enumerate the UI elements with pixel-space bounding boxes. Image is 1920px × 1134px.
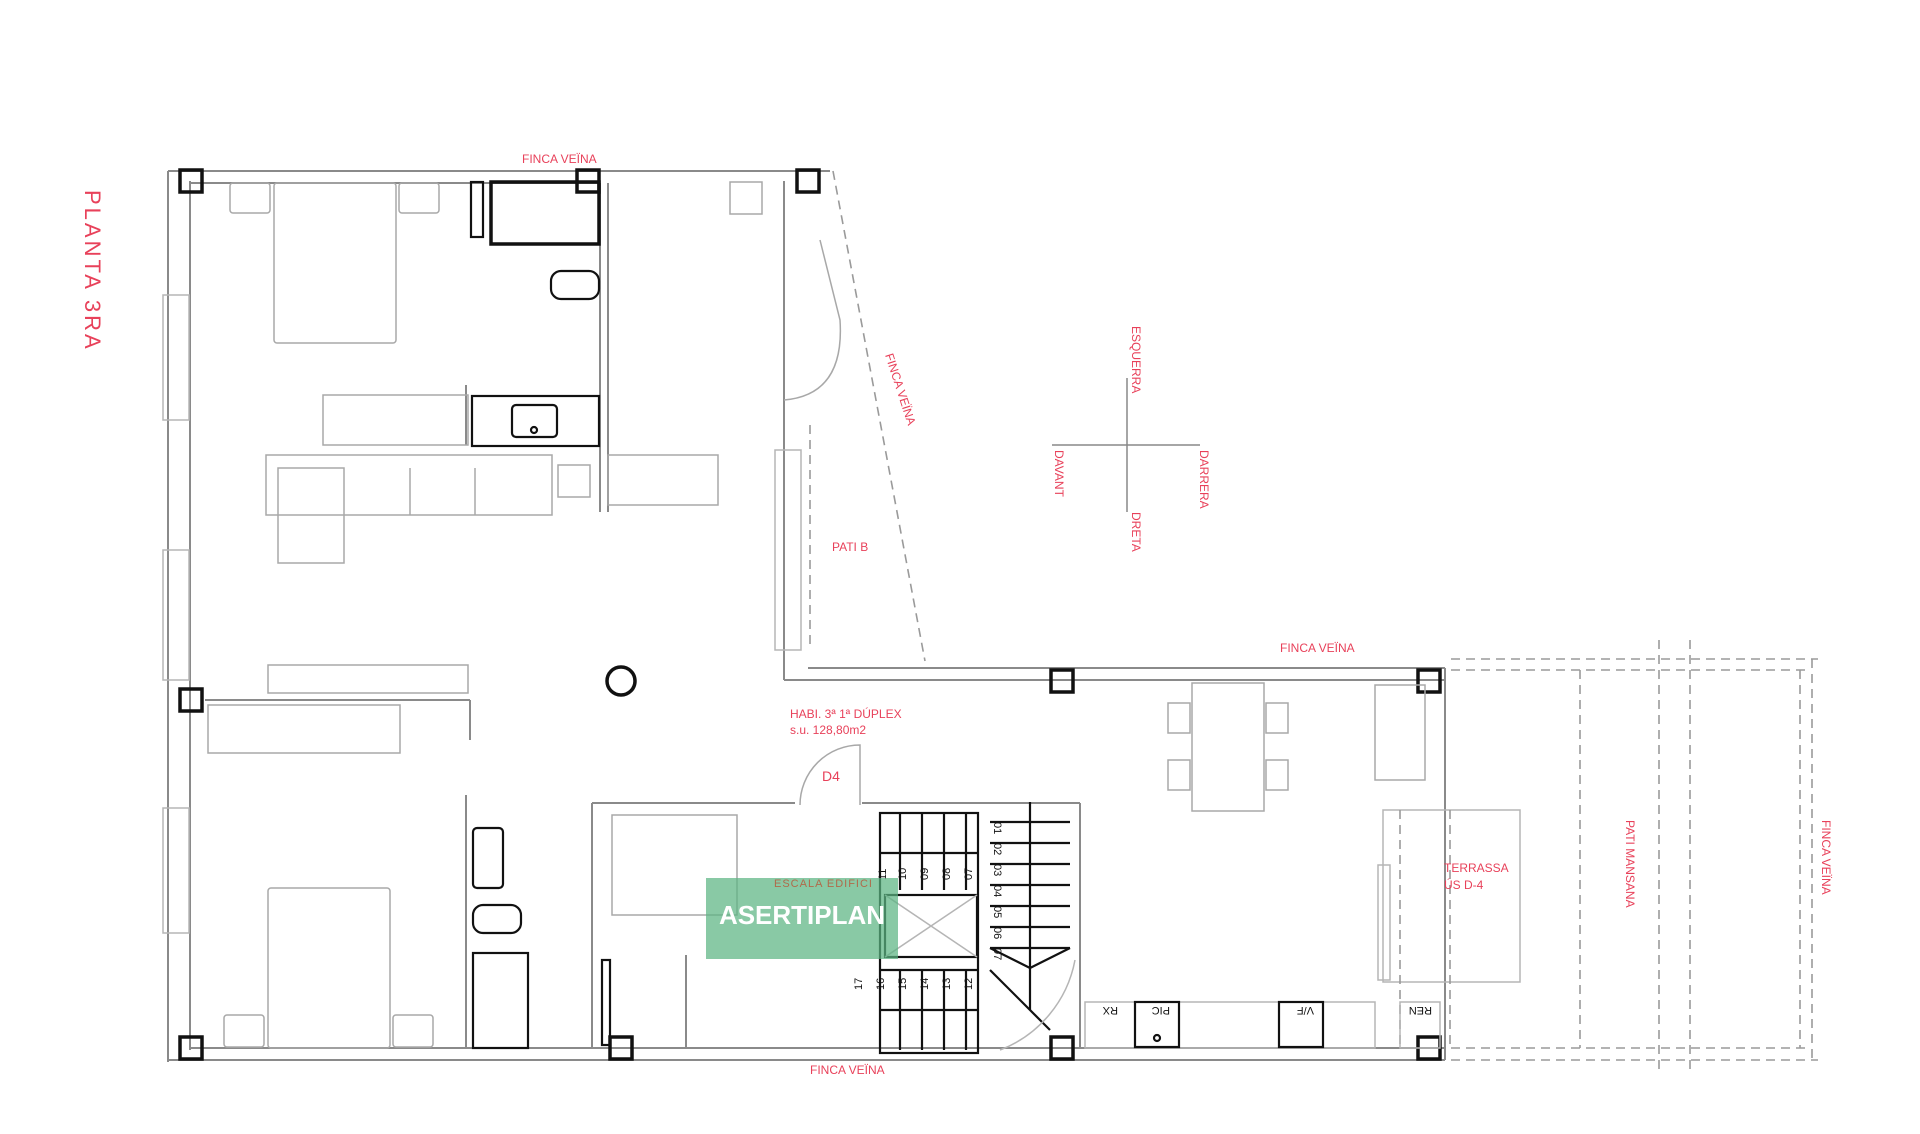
terrace-zone bbox=[1382, 640, 1818, 1075]
building-stairs bbox=[878, 802, 1081, 1055]
door-d4-swing bbox=[799, 744, 861, 806]
stair-numbers-right: 01 02 03 04 05 06 07 bbox=[991, 822, 1003, 960]
door-label: D4 bbox=[822, 768, 840, 784]
orientation-cross bbox=[1052, 378, 1200, 512]
patio-wall-curve bbox=[783, 239, 842, 401]
svg-text:17: 17 bbox=[853, 978, 865, 990]
fridge-label: RX bbox=[1102, 1004, 1118, 1016]
svg-text:13: 13 bbox=[941, 978, 953, 990]
neighbor-label-mid: FINCA VEÏNA bbox=[1280, 641, 1355, 655]
compass-back: DARRERA bbox=[1197, 450, 1211, 509]
compass-right: DRETA bbox=[1129, 512, 1143, 552]
neighbor-boundary-line bbox=[832, 170, 926, 662]
neighbor-label-patio: FINCA VEÏNA bbox=[882, 352, 918, 427]
bathroom-bottom bbox=[471, 814, 738, 1050]
svg-text:16: 16 bbox=[875, 978, 887, 990]
compass-left: ESQUERRA bbox=[1129, 326, 1143, 393]
ren-label: REN bbox=[1409, 1004, 1432, 1016]
svg-text:05: 05 bbox=[991, 906, 1003, 918]
svg-text:07: 07 bbox=[963, 868, 975, 880]
plan-title: PLANTA 3RA bbox=[80, 190, 105, 352]
svg-text:12: 12 bbox=[963, 978, 975, 990]
terrace-label: TERRASSA bbox=[1444, 861, 1509, 875]
block-patio-label: PATI MANSANA bbox=[1623, 820, 1637, 908]
kitchen-counter bbox=[1084, 1000, 1441, 1049]
patio-b-label: PATI B bbox=[832, 540, 868, 554]
svg-text:07: 07 bbox=[991, 948, 1003, 960]
svg-text:14: 14 bbox=[919, 978, 931, 990]
stair-numbers-upper: 11 10 09 08 07 bbox=[877, 868, 975, 880]
dining-table bbox=[1167, 682, 1426, 812]
unit-area: s.u. 128,80m2 bbox=[790, 723, 866, 737]
svg-text:15: 15 bbox=[897, 978, 909, 990]
terrace-use-label: ÚS D-4 bbox=[1444, 877, 1484, 892]
sofa bbox=[207, 181, 763, 754]
bed-bottom bbox=[223, 887, 434, 1049]
compass-front: DAVANT bbox=[1052, 450, 1066, 498]
neighbor-label-bottom: FINCA VEÏNA bbox=[810, 1063, 885, 1077]
unit-name: HABI. 3ª 1ª DÚPLEX bbox=[790, 706, 902, 721]
svg-text:09: 09 bbox=[919, 868, 931, 880]
svg-text:01: 01 bbox=[991, 822, 1003, 834]
svg-text:10: 10 bbox=[897, 868, 909, 880]
stair-label: ESCALA EDIFICI bbox=[774, 878, 873, 890]
walls bbox=[162, 170, 1446, 1062]
svg-text:06: 06 bbox=[991, 927, 1003, 939]
svg-text:11: 11 bbox=[877, 869, 889, 880]
neighbor-label-top: FINCA VEÏNA bbox=[522, 152, 597, 166]
svg-text:02: 02 bbox=[991, 843, 1003, 855]
bathroom-top bbox=[469, 180, 601, 448]
svg-text:03: 03 bbox=[991, 864, 1003, 876]
cooktop-label: V/F bbox=[1297, 1004, 1314, 1016]
sink-label: PIC bbox=[1152, 1004, 1170, 1016]
neighbor-label-right: FINCA VEÏNA bbox=[1819, 820, 1833, 895]
watermark-logo: ASERTIPLAN bbox=[718, 900, 886, 930]
svg-text:08: 08 bbox=[941, 868, 953, 880]
bed-top bbox=[229, 182, 440, 344]
watermark-box bbox=[706, 878, 898, 959]
stair-numbers-lower: 17 16 15 14 13 12 bbox=[853, 978, 975, 990]
svg-text:04: 04 bbox=[991, 885, 1003, 897]
